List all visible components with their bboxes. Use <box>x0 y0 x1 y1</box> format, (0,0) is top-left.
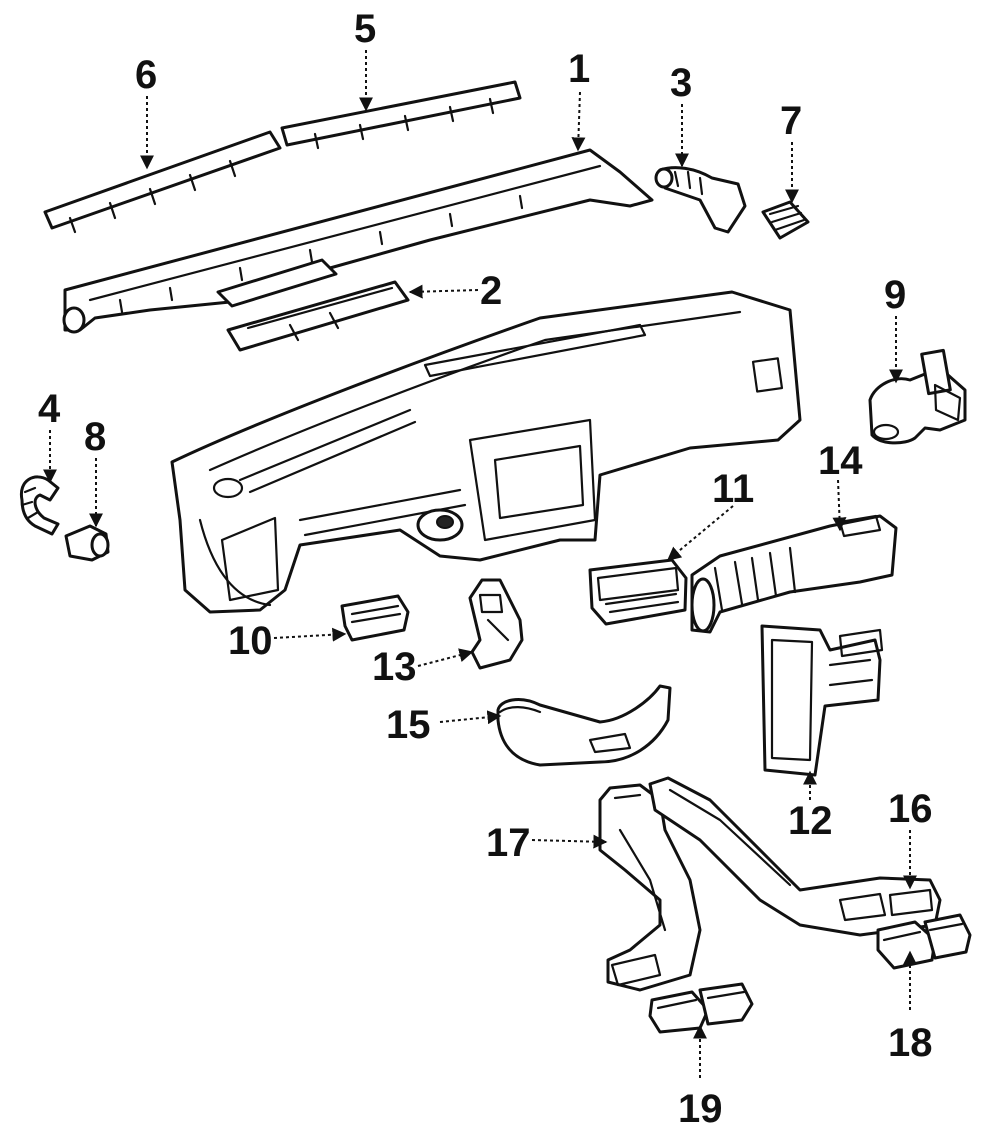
part-8-duct-end <box>64 524 110 562</box>
callout-8: 8 <box>84 415 106 459</box>
part-6-defroster-garnish-left <box>43 130 282 234</box>
callout-9: 9 <box>884 273 906 317</box>
callout-13: 13 <box>372 645 417 689</box>
leader-lines <box>43 50 917 1078</box>
callout-5: 5 <box>354 7 376 51</box>
callout-15: 15 <box>386 703 431 747</box>
part-11-center-register <box>588 558 688 626</box>
part-18-rear-register <box>876 913 972 970</box>
part-2-center-vent-grille <box>216 258 410 352</box>
callout-16: 16 <box>888 787 933 831</box>
callout-7: 7 <box>780 99 802 143</box>
callout-11: 11 <box>712 467 754 511</box>
callout-3: 3 <box>670 61 692 105</box>
part-15-floor-duct <box>496 684 672 767</box>
part-16-rear-floor-duct <box>648 776 942 937</box>
part-12-register-housing <box>760 624 884 777</box>
part-9-side-vent-housing <box>868 348 967 445</box>
part-13-center-duct <box>468 578 524 670</box>
instrument-panel <box>170 290 802 614</box>
part-7-side-defroster-grille <box>761 200 810 240</box>
callout-2: 2 <box>480 269 502 313</box>
part-10-register <box>340 594 410 642</box>
part-3-side-defroster-duct <box>654 166 747 234</box>
callout-18: 18 <box>888 1021 933 1065</box>
callout-19: 19 <box>678 1087 723 1131</box>
callout-6: 6 <box>135 53 157 97</box>
part-19-rear-register <box>648 982 754 1034</box>
part-14-side-duct <box>690 514 898 634</box>
callout-labels: 1 2 3 4 5 6 7 8 9 10 11 12 13 14 15 16 1… <box>38 7 933 1131</box>
callout-17: 17 <box>486 821 531 865</box>
part-1-defroster-nozzle <box>62 148 654 334</box>
callout-14: 14 <box>818 439 863 483</box>
callout-10: 10 <box>228 619 273 663</box>
part-4-hose <box>19 475 60 536</box>
callout-12: 12 <box>788 799 833 843</box>
part-5-defroster-garnish-right <box>280 80 522 150</box>
callout-1: 1 <box>568 47 590 91</box>
callout-4: 4 <box>38 387 61 431</box>
